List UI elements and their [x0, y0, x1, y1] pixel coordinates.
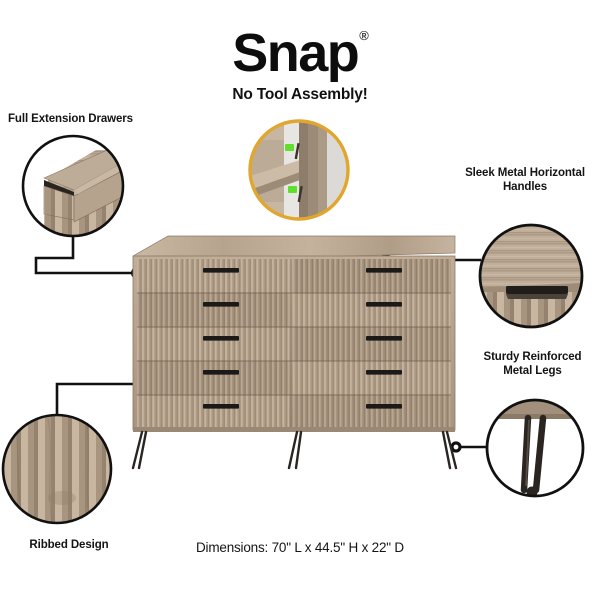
drawer-front[interactable]: [137, 327, 289, 361]
snap-clip-icon: [285, 144, 294, 151]
drawer-front[interactable]: [293, 259, 451, 293]
snap-clip-icon: [288, 186, 297, 193]
drawer-front[interactable]: [137, 361, 289, 395]
registered-trademark-icon: ®: [359, 28, 369, 43]
brand-name: Snap: [232, 23, 360, 83]
callout-sturdy-reinforced-metal-legs[interactable]: [485, 398, 585, 498]
drawer-front[interactable]: [137, 293, 289, 327]
leader-dot-legs: [450, 441, 462, 453]
drawer-front[interactable]: [137, 395, 289, 427]
handle-bar[interactable]: [203, 268, 239, 273]
handle-bar[interactable]: [366, 268, 402, 273]
handle-bar[interactable]: [203, 370, 239, 375]
drawer-front[interactable]: [293, 395, 451, 427]
callout-ribbed-design[interactable]: [1, 413, 113, 525]
drawer-front[interactable]: [293, 293, 451, 327]
callout-ring: [478, 223, 584, 329]
handle-bar[interactable]: [366, 404, 402, 409]
handle-bar-closeup: [506, 286, 568, 294]
callout-ring: [21, 134, 125, 238]
callout-label-sleek-metal-horizontal-handles: Sleek Metal Horizontal Handles: [455, 166, 595, 195]
dresser-base-rail: [133, 427, 455, 432]
handle-bar[interactable]: [366, 336, 402, 341]
handle-bar[interactable]: [366, 370, 402, 375]
drawer-seams: [137, 259, 451, 427]
drawer-grid: [137, 259, 451, 427]
drawer-front[interactable]: [137, 259, 289, 293]
handles-label-line-2: Handles: [502, 181, 548, 194]
callout-label-sturdy-reinforced-metal-legs: Sturdy Reinforced Metal Legs: [470, 350, 595, 379]
leader-ribbed: [55, 382, 170, 415]
tagline: No Tool Assembly!: [232, 86, 368, 103]
drawer-handles: [203, 268, 402, 409]
hairpin-legs: [131, 430, 458, 470]
handle-bar[interactable]: [366, 302, 402, 307]
handle-bar[interactable]: [203, 302, 239, 307]
handle-bar[interactable]: [203, 336, 239, 341]
brand-title: Snap®: [0, 26, 600, 80]
callout-ring: [1, 413, 113, 525]
legs-label-line-1: Sturdy Reinforced: [483, 351, 582, 363]
handles-label-line-1: Sleek Metal Horizontal: [465, 167, 585, 179]
leader-full-extension: [34, 236, 136, 275]
callout-label-ribbed-design: Ribbed Design: [29, 539, 109, 551]
callout-full-extension-drawers[interactable]: [21, 134, 133, 256]
callout-ring-gold: [248, 119, 350, 221]
dimensions-text: Dimensions: 70" L x 44.5" H x 22" D: [196, 540, 404, 555]
legs-label-line-2: Metal Legs: [503, 365, 562, 378]
callout-snap-assembly[interactable]: [248, 119, 350, 221]
dresser: [131, 235, 458, 470]
drawer-front[interactable]: [293, 361, 451, 395]
handle-bar[interactable]: [203, 404, 239, 409]
callout-ring: [485, 398, 585, 498]
callout-label-full-extension-drawers: Full Extension Drawers: [8, 113, 133, 125]
drawer-front[interactable]: [293, 327, 451, 361]
callout-sleek-metal-horizontal-handles[interactable]: [470, 223, 600, 334]
